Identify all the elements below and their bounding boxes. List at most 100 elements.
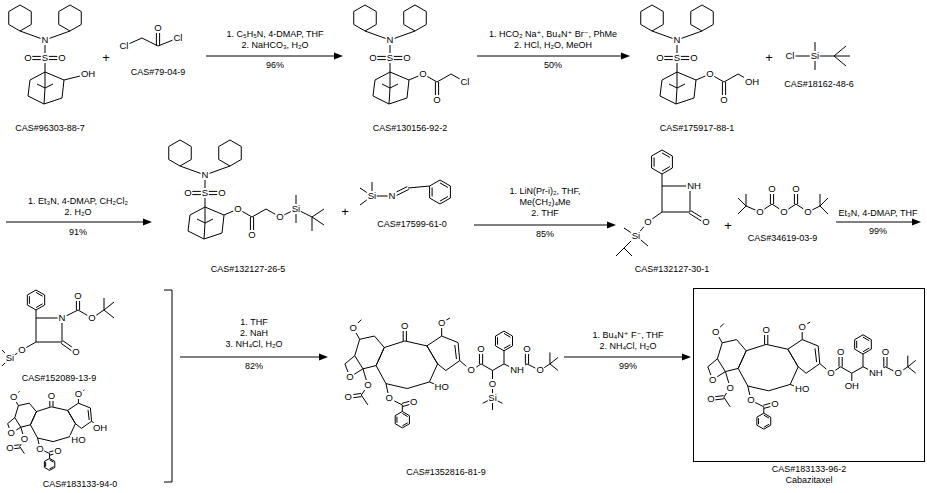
atom-label: O xyxy=(53,446,62,456)
bond-line xyxy=(738,206,746,214)
atom-label: O xyxy=(73,291,82,301)
bond-line xyxy=(662,186,663,212)
lactam-structure xyxy=(616,150,707,256)
compound-caption: CAS#18162-48-6 xyxy=(778,79,860,90)
atom-label: O xyxy=(725,383,734,393)
atom-label: NH xyxy=(868,368,884,378)
bond-line xyxy=(205,219,213,223)
bond-line xyxy=(432,187,433,196)
compound: CAS#130156-92-2 xyxy=(345,0,475,134)
bond-line xyxy=(624,248,632,256)
atom-label: HO xyxy=(434,382,450,392)
bond-line xyxy=(504,351,505,364)
ring-line xyxy=(427,336,460,370)
atom-label: O xyxy=(9,392,18,402)
boc-lactam-structure xyxy=(2,290,114,366)
bond-line xyxy=(724,74,738,82)
bond-line xyxy=(616,248,624,256)
bond-line xyxy=(662,174,663,186)
atom-label: Si xyxy=(631,231,641,241)
atom-label: O xyxy=(384,393,393,403)
cas-number: CAS#96303-88-7 xyxy=(15,123,85,134)
bond-line xyxy=(408,186,430,188)
bond-line xyxy=(390,72,391,88)
atom-label: O xyxy=(432,95,441,105)
bond-line xyxy=(852,367,863,373)
bond-line xyxy=(44,88,45,104)
reaction-condition: 2. HCl, H₂O, MeOH xyxy=(514,40,592,51)
bond-line xyxy=(437,74,451,82)
arrow-shaft xyxy=(206,56,335,57)
arrow-head xyxy=(143,219,152,226)
bond-line xyxy=(764,424,769,427)
bond-line xyxy=(856,341,857,348)
bond-line xyxy=(50,467,54,469)
atom-label: N xyxy=(58,313,67,323)
bond-line xyxy=(402,423,407,426)
atom-label: O xyxy=(343,392,352,402)
atom-label: N xyxy=(388,191,397,201)
atom-label: O xyxy=(706,394,715,404)
ring-line xyxy=(68,403,92,428)
atom-label: O xyxy=(275,212,284,222)
atom-label: O xyxy=(368,53,377,63)
bond-line xyxy=(677,72,678,88)
atom-label: Cl xyxy=(785,51,796,61)
bond-line xyxy=(907,356,908,367)
sultam-structure xyxy=(354,5,465,104)
atom-label: O xyxy=(5,443,14,453)
compound-caption: CAS#132127-26-5 xyxy=(158,264,338,275)
ring-line xyxy=(28,72,64,104)
ring-line xyxy=(354,5,377,31)
atom-label: O xyxy=(881,347,890,357)
bond-line xyxy=(197,219,205,223)
bond-line xyxy=(662,167,670,172)
bond-line xyxy=(662,153,670,158)
atom-label: S xyxy=(201,188,209,198)
cas-number: CAS#183133-94-0 xyxy=(43,479,118,490)
arrow-head xyxy=(607,222,616,229)
arrow-head xyxy=(621,53,630,60)
bond-line xyxy=(390,84,398,88)
reaction-condition: 2. NH₄Cl, H₂O xyxy=(599,341,656,352)
bond-line xyxy=(815,348,817,362)
reaction-arrow xyxy=(6,219,152,226)
atom-label: O xyxy=(183,188,192,198)
atom-label: O xyxy=(643,217,652,227)
taxane-structure xyxy=(708,322,916,429)
atom-label: O xyxy=(402,53,411,63)
ring-line xyxy=(495,331,512,351)
compound-name: Cabazitaxel xyxy=(785,475,832,486)
compound-caption: CAS#183133-96-2Cabazitaxel xyxy=(693,464,925,486)
atom-label: N xyxy=(41,35,50,45)
bond-line xyxy=(45,72,46,88)
atom-label: O xyxy=(418,69,427,79)
ring-line xyxy=(641,5,664,31)
reaction-condition: 1. Bu₄N⁺ F⁻, THF xyxy=(592,330,663,341)
reaction-condition: 1. LiN(Pr-i)₂, THF, Me(CH₂)₄Me xyxy=(495,186,595,208)
cas-number: CAS#79-04-9 xyxy=(131,67,186,78)
atom-label: O xyxy=(217,188,226,198)
reaction-arrow xyxy=(477,53,630,60)
bond-line xyxy=(834,56,846,66)
atom-label: O xyxy=(488,379,497,389)
cas-number: CAS#132127-26-5 xyxy=(211,264,286,275)
bond-line xyxy=(504,333,510,337)
bond-line xyxy=(36,342,62,343)
compound-caption: CAS#34619-03-9 xyxy=(735,233,830,244)
ring-line xyxy=(355,336,385,369)
bond-line xyxy=(382,84,390,88)
atom-label: O xyxy=(348,323,357,333)
atom-label: OH xyxy=(92,423,108,433)
bond-line xyxy=(361,395,368,405)
cas-number: CAS#152089-13-9 xyxy=(22,373,97,384)
atom-label: O xyxy=(247,230,256,240)
atom-label: O xyxy=(767,184,776,194)
acyl-chloride-structure xyxy=(124,28,178,46)
bond-line xyxy=(676,88,677,104)
atom-label: O xyxy=(23,53,32,63)
reaction-condition: 1. Et₃N, 4-DMAP, CH₂Cl₂ xyxy=(28,196,128,207)
ring-line xyxy=(373,72,409,104)
bond-line xyxy=(312,217,324,225)
atom-label: O xyxy=(803,207,812,217)
